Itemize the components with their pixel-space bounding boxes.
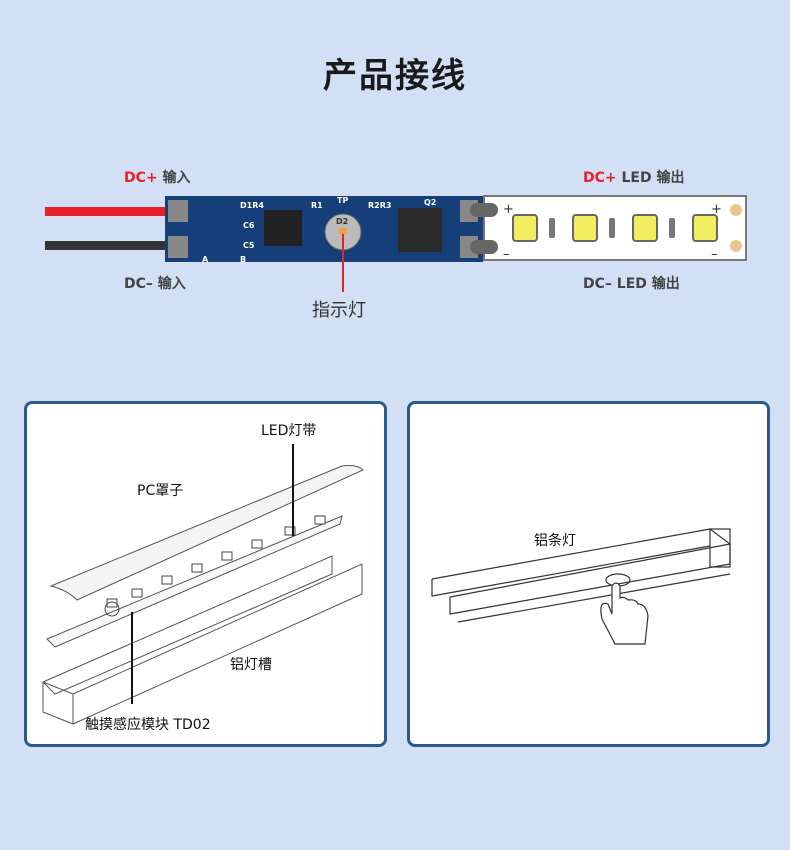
dc-plus-output-label: DC+ LED 输出 (583, 170, 685, 186)
led-strip-label: LED灯带 (261, 423, 317, 439)
pcb-label: C5 (243, 241, 255, 250)
exploded-view-panel: LED灯带 PC罩子 铝灯槽 触摸感应模块 TD02 (24, 401, 387, 747)
pcb-label: R2R3 (368, 201, 391, 210)
exploded-view-drawing (42, 444, 364, 725)
pc-cover-label: PC罩子 (137, 483, 184, 499)
pcb-label: B (240, 255, 246, 264)
mosfet-q2 (398, 208, 442, 252)
page-title: 产品接线 (323, 56, 467, 96)
touch-module-label: 触摸感应模块 TD02 (85, 717, 211, 733)
pcb-label: R1 (311, 201, 323, 210)
pcb-label: Q2 (424, 198, 436, 207)
dc-minus-output-label: DC– LED 输出 (583, 276, 680, 292)
solder-pad (168, 200, 188, 222)
dc-minus-input-label: DC– 输入 (124, 276, 186, 292)
strip-minus-sign: – (503, 247, 510, 262)
solder-joint (470, 203, 498, 217)
solder-pad (168, 236, 188, 258)
led-chips (512, 204, 742, 252)
aluminum-light-drawing (431, 528, 732, 645)
wiring-diagram: D1R4 R1 TP R2R3 Q2 C6 C5 A B D2 + – + – (45, 195, 747, 292)
pcb-label: TP (337, 196, 348, 205)
pcb-label: D2 (336, 217, 348, 226)
solder-joint (470, 240, 498, 254)
pcb-label: A (202, 255, 209, 264)
dc-plus-input-label: DC+ 输入 (124, 170, 191, 186)
strip-plus-sign: + (503, 202, 514, 217)
strip-minus-sign: – (711, 247, 718, 262)
indicator-led (339, 228, 347, 234)
pcb-label: D1R4 (240, 201, 264, 210)
aluminum-light-label: 铝条灯 (534, 533, 576, 549)
red-wire (45, 207, 170, 216)
usage-panel: 铝条灯 (407, 401, 770, 747)
indicator-label: 指示灯 (312, 300, 366, 321)
strip-plus-sign: + (711, 202, 722, 217)
black-wire (45, 241, 170, 250)
aluminum-channel-label: 铝灯槽 (230, 657, 272, 673)
pcb-label: C6 (243, 221, 255, 230)
ic-chip (264, 210, 302, 246)
